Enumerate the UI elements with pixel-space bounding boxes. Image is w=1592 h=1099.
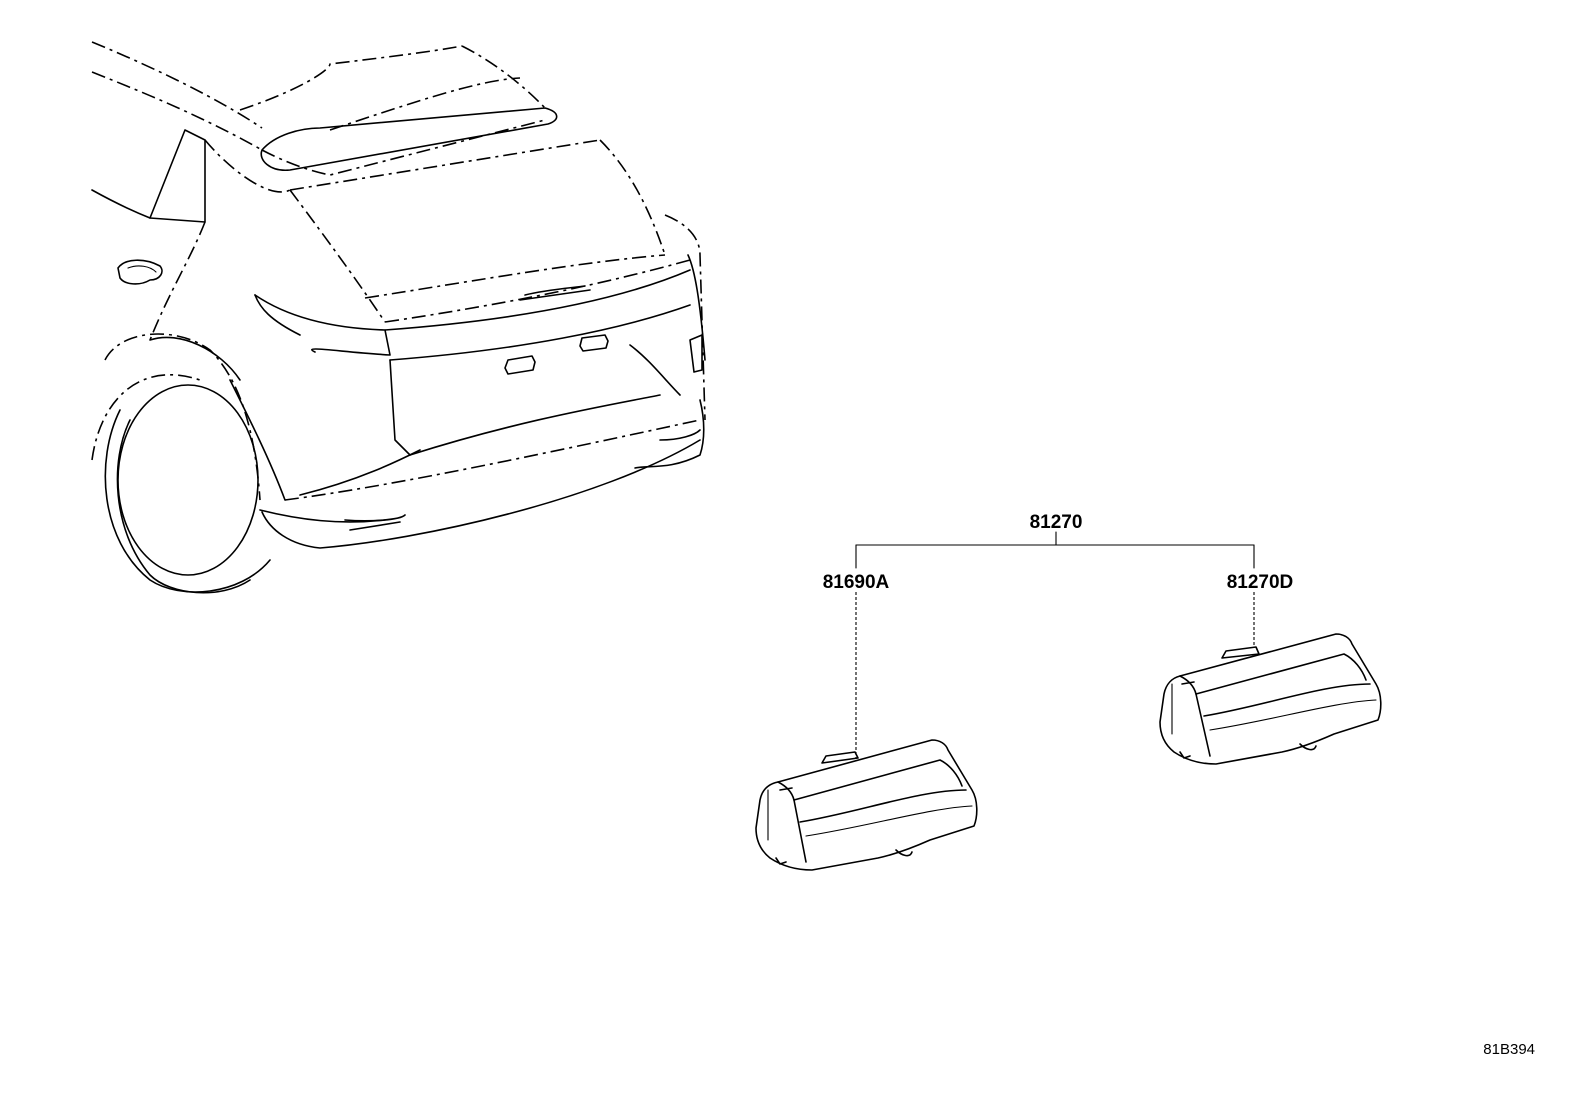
part-number-81270: 81270 <box>1030 512 1083 533</box>
callout-leaders <box>855 531 1255 758</box>
license-lamp-left <box>755 739 978 871</box>
part-number-81270D: 81270D <box>1227 572 1294 593</box>
license-lamp-right <box>1159 633 1382 765</box>
part-number-81690A: 81690A <box>823 572 890 593</box>
vehicle-rear-illustration <box>91 41 706 594</box>
diagram-reference-code: 81B394 <box>1483 1041 1535 1058</box>
